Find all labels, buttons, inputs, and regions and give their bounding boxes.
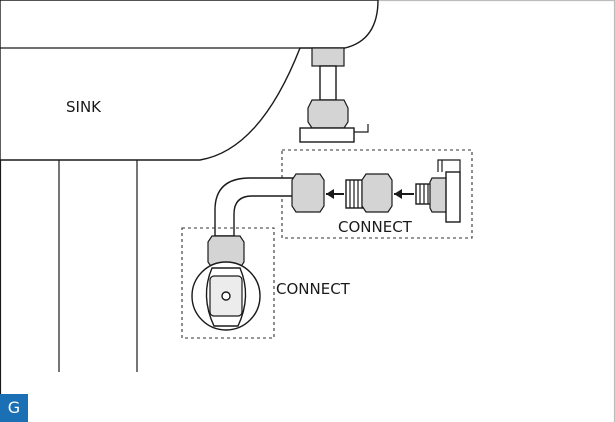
elbow-pipe (214, 177, 299, 237)
step-badge-letter: G (7, 398, 21, 417)
connect-box-valve (181, 227, 275, 339)
elbow-coupler-nut (291, 173, 325, 213)
connect-label-top: CONNECT (338, 218, 413, 236)
threaded-adapter (345, 173, 393, 213)
shutoff-tee-valve (415, 159, 461, 223)
connect-label-valve: CONNECT (276, 280, 351, 298)
sink-label: SINK (66, 98, 102, 116)
angle-valve (191, 235, 261, 331)
arrow-left-1 (326, 189, 344, 199)
faucet-supply-pipe (299, 47, 369, 143)
sink-basin (0, 0, 379, 161)
arrow-left-2 (394, 189, 414, 199)
step-badge: G (0, 394, 28, 422)
